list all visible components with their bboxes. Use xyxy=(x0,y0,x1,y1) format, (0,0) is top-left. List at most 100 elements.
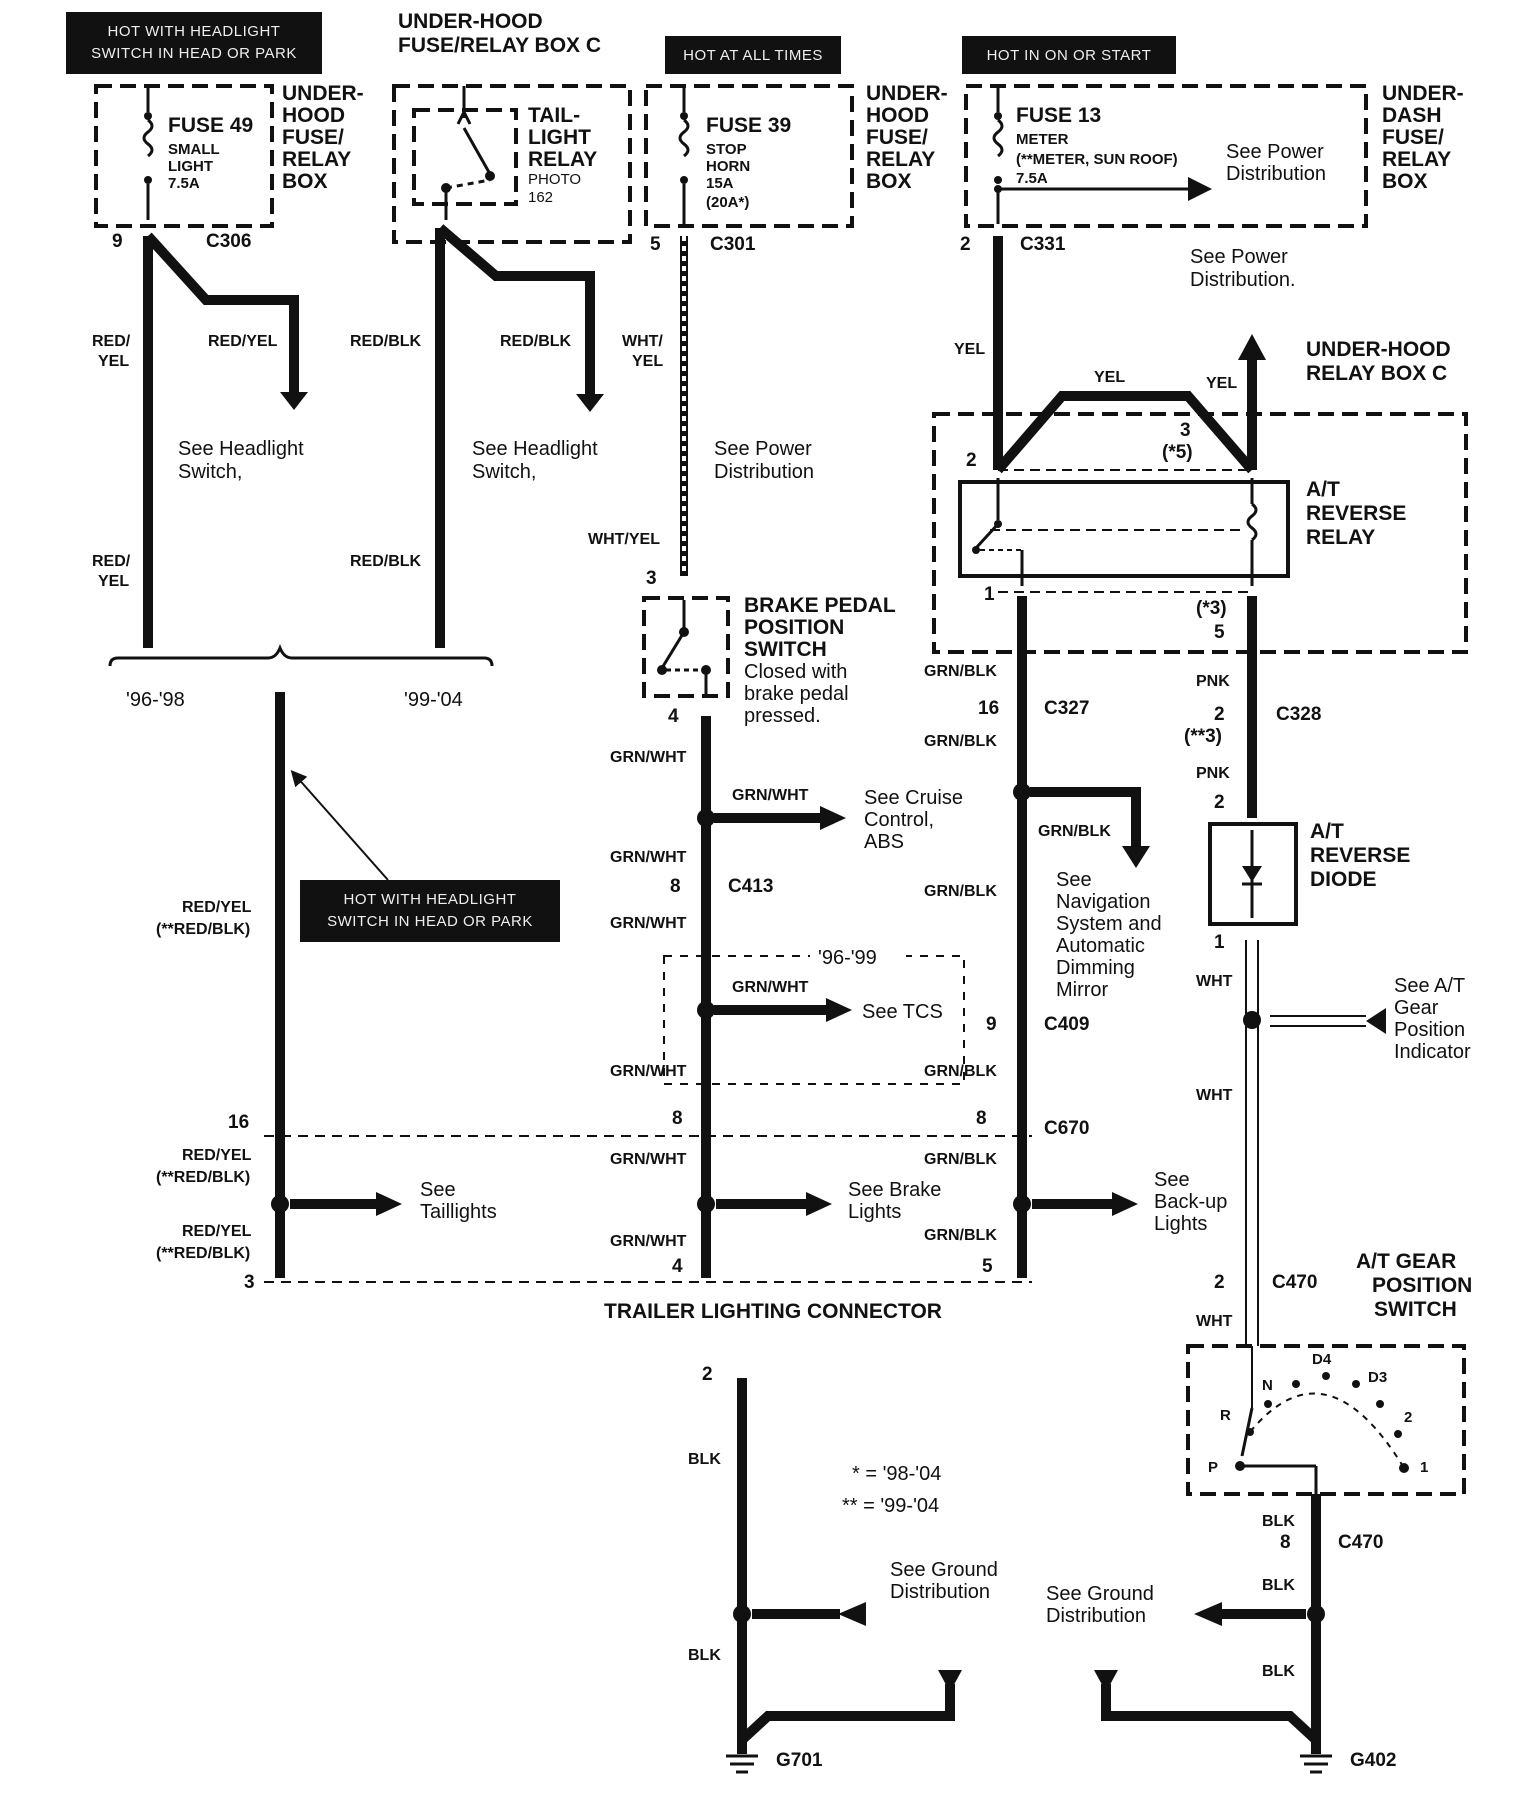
svg-text:YEL: YEL xyxy=(954,341,985,358)
svg-text:See Headlight: See Headlight xyxy=(178,438,304,460)
c331-label: C331 xyxy=(1020,234,1066,255)
svg-text:RELAY: RELAY xyxy=(866,148,935,171)
svg-text:GRN/BLK: GRN/BLK xyxy=(924,733,997,750)
svg-text:BOX: BOX xyxy=(866,170,912,193)
underdash-box-label: UNDER- DASH FUSE/ RELAY BOX xyxy=(1382,82,1464,193)
c470b-pin: 8 xyxy=(1280,1532,1291,1553)
svg-text:'99-'04: '99-'04 xyxy=(404,689,463,711)
svg-text:GRN/BLK: GRN/BLK xyxy=(924,1227,997,1244)
svg-text:Distribution: Distribution xyxy=(714,461,814,483)
svg-text:BOX: BOX xyxy=(282,170,328,193)
svg-text:See: See xyxy=(420,1179,456,1201)
svg-text:WHT: WHT xyxy=(1196,1087,1233,1104)
svg-text:UNDER-: UNDER- xyxy=(866,82,948,105)
svg-text:7.5A: 7.5A xyxy=(1016,170,1048,187)
svg-text:Lights: Lights xyxy=(1154,1213,1207,1235)
svg-text:PNK: PNK xyxy=(1196,765,1230,782)
underhood-fuse-relay-box-c-title: UNDER-HOOD FUSE/RELAY BOX C xyxy=(398,10,601,57)
taillights-tap: See Taillights xyxy=(271,1179,497,1223)
c409-label: C409 xyxy=(1044,1014,1089,1035)
svg-text:See Power: See Power xyxy=(714,438,812,460)
svg-text:See Cruise: See Cruise xyxy=(864,787,963,809)
svg-text:15A: 15A xyxy=(706,175,734,192)
svg-text:See Power: See Power xyxy=(1226,141,1324,163)
svg-text:A/T: A/T xyxy=(1306,478,1340,501)
svg-text:3: 3 xyxy=(646,568,657,589)
svg-text:2: 2 xyxy=(966,450,977,471)
svg-text:GRN/WHT: GRN/WHT xyxy=(610,849,687,866)
svg-text:8: 8 xyxy=(672,1108,683,1129)
c301-label: C301 xyxy=(710,234,756,255)
svg-text:PNK: PNK xyxy=(1196,673,1230,690)
tcs-box: '96-'99 GRN/WHT See TCS xyxy=(663,946,965,1085)
svg-text:GRN/WHT: GRN/WHT xyxy=(610,1063,687,1080)
svg-text:pressed.: pressed. xyxy=(744,705,821,727)
svg-text:3: 3 xyxy=(1180,420,1191,441)
svg-text:See A/T: See A/T xyxy=(1394,975,1465,997)
see-headlight-switch-2: See Headlight Switch, xyxy=(472,438,598,483)
svg-text:(20A*): (20A*) xyxy=(706,194,749,211)
svg-text:TRAILER LIGHTING CONNECTOR: TRAILER LIGHTING CONNECTOR xyxy=(604,1300,942,1323)
c306-label: C306 xyxy=(206,231,251,252)
svg-text:(**RED/BLK): (**RED/BLK) xyxy=(156,1169,250,1186)
svg-text:BLK: BLK xyxy=(1262,1663,1295,1680)
svg-text:UNDER-: UNDER- xyxy=(1382,82,1464,105)
grn-blk-wire: GRN/BLK GRN/BLK GRN/BLK GRN/BLK GRN/BLK … xyxy=(924,596,1150,1278)
svg-text:POSITION: POSITION xyxy=(1372,1274,1472,1297)
svg-text:POSITION: POSITION xyxy=(744,616,844,639)
svg-text:RED/YEL: RED/YEL xyxy=(182,1223,252,1240)
trailer-lighting-connector: 16 8 8 3 4 5 TRAILER LIGHTING CONNECTOR xyxy=(228,1108,1032,1323)
wht-yel-wire: WHT/ YEL WHT/YEL xyxy=(588,236,688,576)
svg-text:GRN/WHT: GRN/WHT xyxy=(732,787,809,804)
svg-text:RED/BLK: RED/BLK xyxy=(350,333,422,350)
svg-text:See TCS: See TCS xyxy=(862,1001,943,1023)
svg-text:LIGHT: LIGHT xyxy=(168,158,213,175)
svg-text:YEL: YEL xyxy=(1206,375,1237,392)
svg-text:** = '99-'04: ** = '99-'04 xyxy=(842,1495,939,1517)
svg-text:GRN/WHT: GRN/WHT xyxy=(610,749,687,766)
svg-text:Switch,: Switch, xyxy=(178,461,242,483)
svg-text:A/T: A/T xyxy=(1310,820,1344,843)
svg-text:See: See xyxy=(1154,1169,1190,1191)
svg-text:RELAY: RELAY xyxy=(1382,148,1451,171)
svg-text:Distribution: Distribution xyxy=(1046,1605,1146,1627)
svg-text:SWITCH IN HEAD OR PARK: SWITCH IN HEAD OR PARK xyxy=(91,45,297,62)
svg-text:Switch,: Switch, xyxy=(472,461,536,483)
svg-text:GRN/WHT: GRN/WHT xyxy=(610,1151,687,1168)
svg-text:2: 2 xyxy=(1404,1409,1412,1426)
see-at-gear-position-indicator: See A/T Gear Position Indicator xyxy=(1394,975,1471,1063)
c470b-label: C470 xyxy=(1338,1532,1383,1553)
svg-text:'96-'98: '96-'98 xyxy=(126,689,185,711)
underhood-box-label-1: UNDER- HOOD FUSE/ RELAY BOX xyxy=(282,82,364,193)
svg-text:See Ground: See Ground xyxy=(890,1559,998,1581)
svg-text:Navigation: Navigation xyxy=(1056,891,1151,913)
svg-text:Gear: Gear xyxy=(1394,997,1439,1019)
svg-text:PHOTO: PHOTO xyxy=(528,171,581,188)
svg-text:* = '98-'04: * = '98-'04 xyxy=(852,1463,941,1485)
wht-wire: WHT WHT WHT xyxy=(1196,940,1386,1346)
g701-label: G701 xyxy=(776,1750,823,1771)
year-bracket: '96-'98 '99-'04 xyxy=(108,643,494,711)
svg-text:WHT/: WHT/ xyxy=(622,333,663,350)
svg-text:YEL: YEL xyxy=(98,573,129,590)
svg-text:See Headlight: See Headlight xyxy=(472,438,598,460)
svg-text:Lights: Lights xyxy=(848,1201,901,1223)
svg-text:GRN/BLK: GRN/BLK xyxy=(924,883,997,900)
svg-text:P: P xyxy=(1208,1459,1218,1476)
svg-text:FUSE 13: FUSE 13 xyxy=(1016,104,1101,127)
svg-text:Taillights: Taillights xyxy=(420,1201,497,1223)
svg-text:2: 2 xyxy=(1214,792,1225,813)
svg-text:SWITCH IN HEAD OR PARK: SWITCH IN HEAD OR PARK xyxy=(327,913,533,930)
svg-text:UNDER-HOOD: UNDER-HOOD xyxy=(1306,338,1451,361)
underhood-relay-box-c-title: UNDER-HOOD RELAY BOX C xyxy=(1306,338,1451,385)
svg-text:7.5A: 7.5A xyxy=(168,175,200,192)
svg-text:1: 1 xyxy=(1420,1459,1428,1476)
svg-text:DASH: DASH xyxy=(1382,104,1442,127)
svg-text:FUSE/: FUSE/ xyxy=(1382,126,1444,149)
svg-text:See: See xyxy=(1056,869,1092,891)
svg-text:BOX: BOX xyxy=(1382,170,1428,193)
c301-pin: 5 xyxy=(650,234,661,255)
svg-text:16: 16 xyxy=(228,1112,249,1133)
svg-text:FUSE 39: FUSE 39 xyxy=(706,114,791,137)
